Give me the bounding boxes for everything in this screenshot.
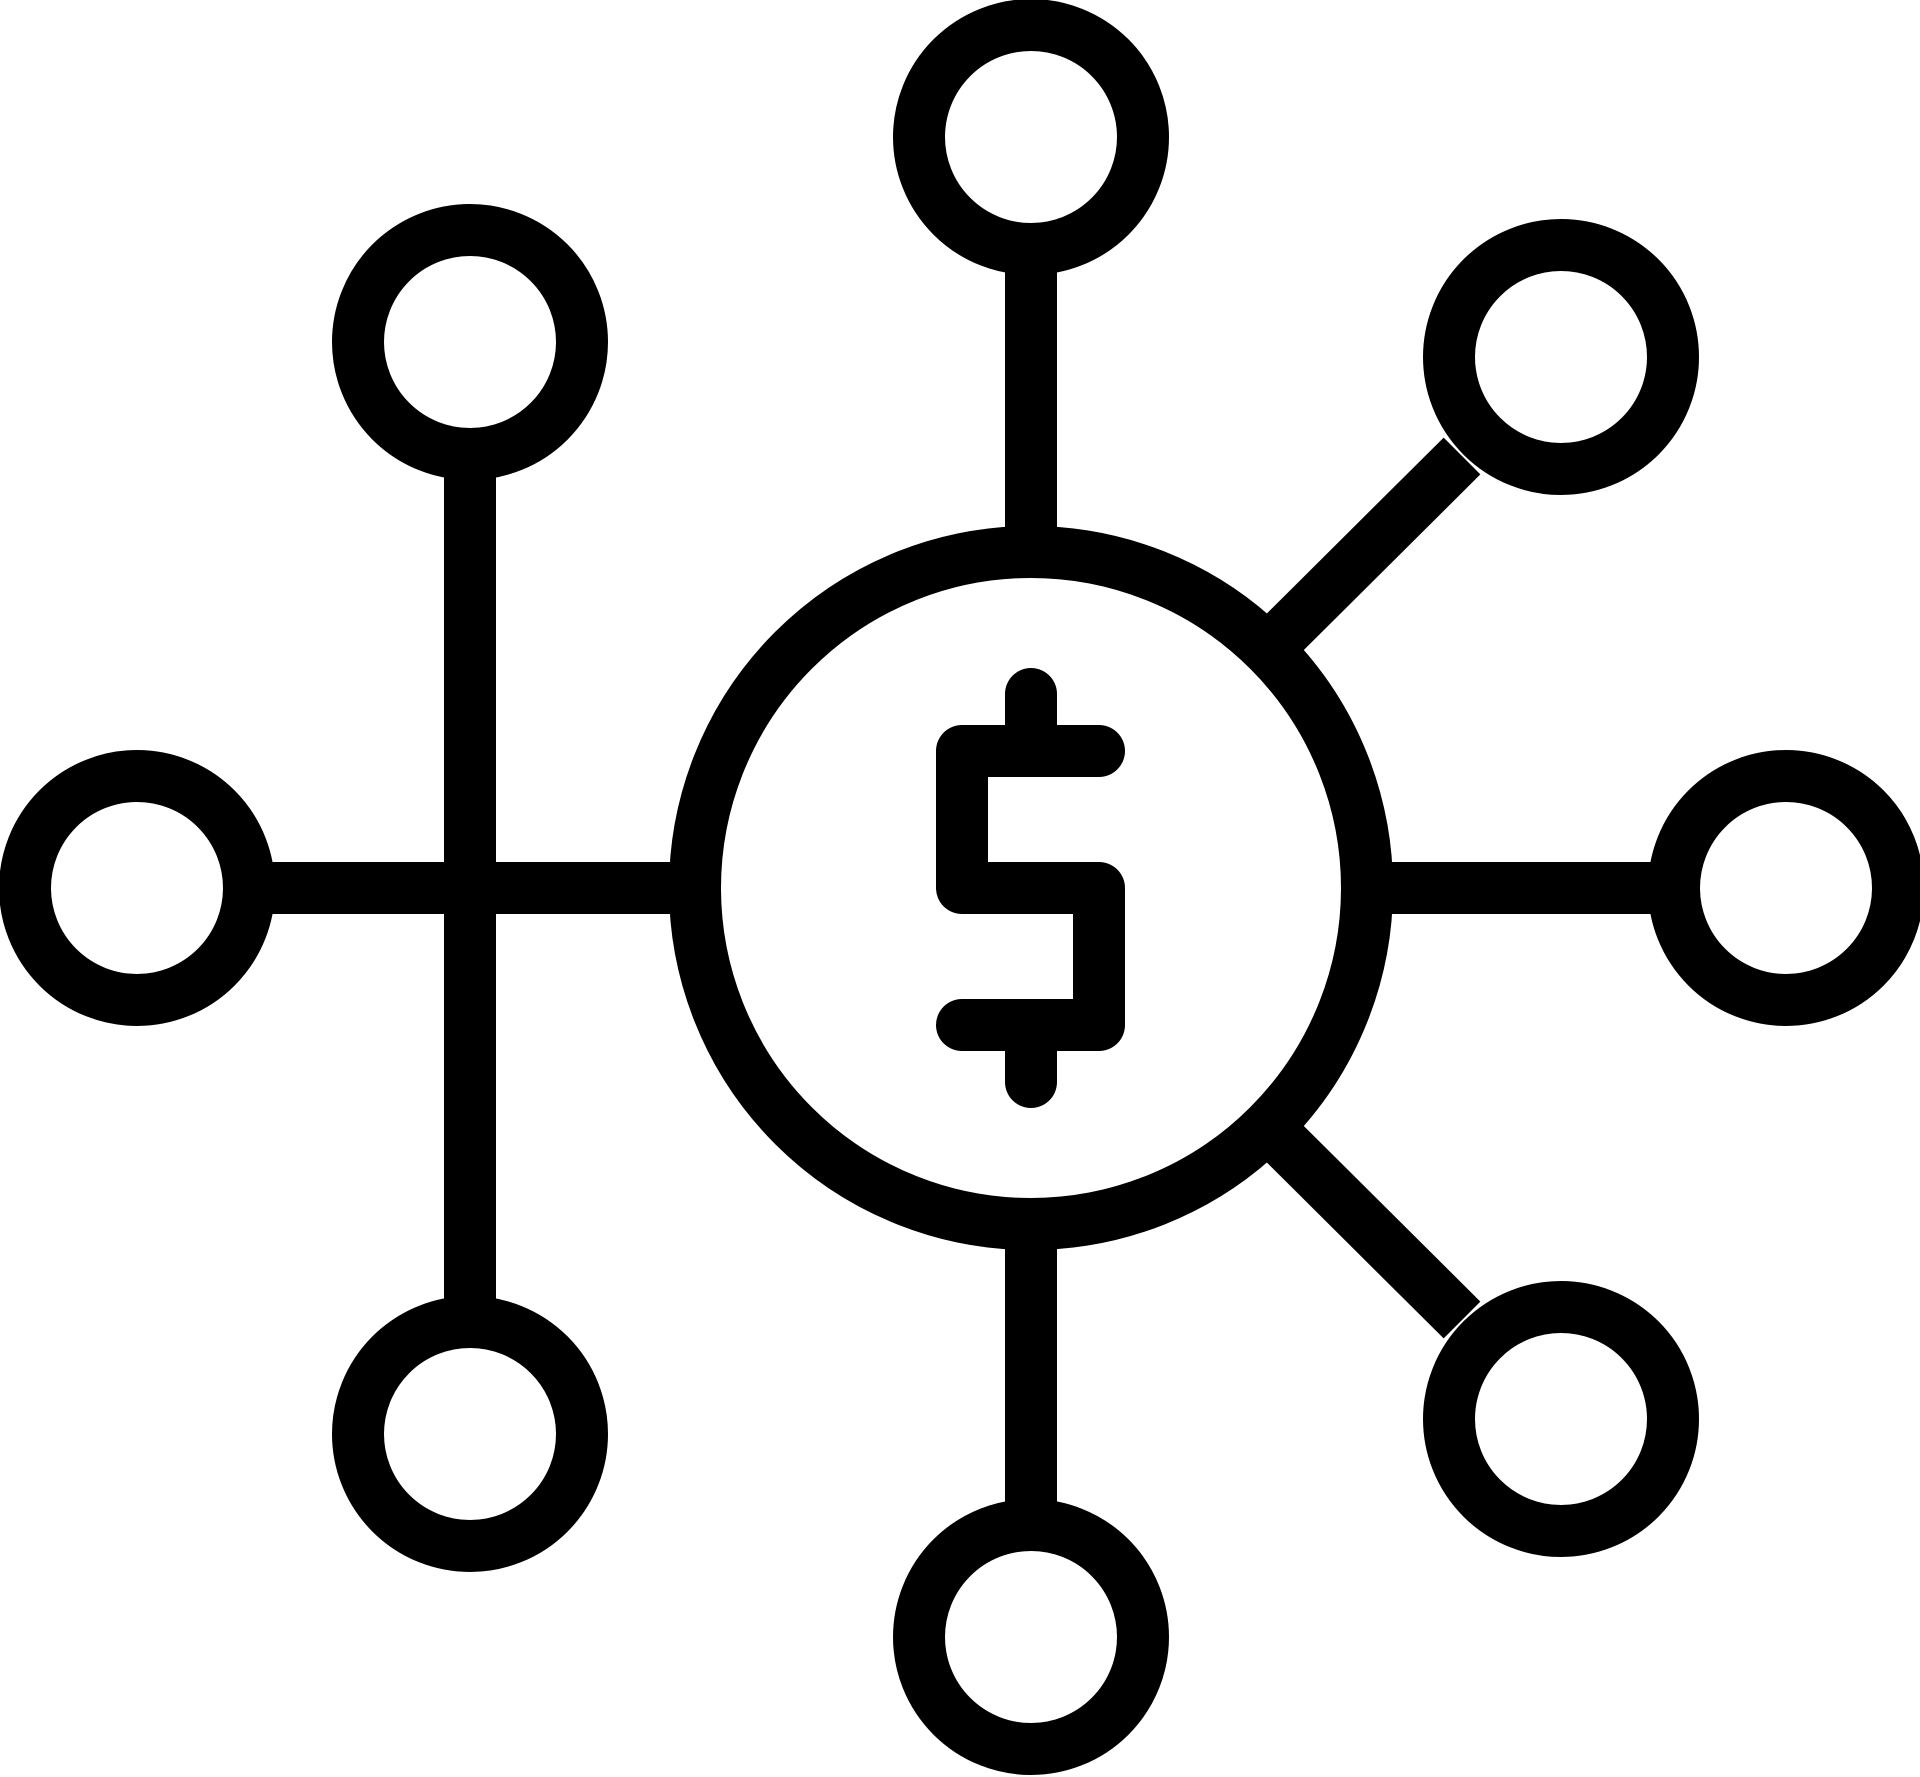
node-left xyxy=(0,750,275,1026)
node-bottom xyxy=(893,1499,1169,1775)
node-upper-right xyxy=(1423,219,1699,495)
center-circle xyxy=(669,526,1393,1250)
node-right xyxy=(1648,750,1920,1026)
node-lower-left xyxy=(332,1296,608,1572)
spoke-lower-right xyxy=(1252,1111,1481,1339)
dollar-sign-icon xyxy=(936,668,1125,1108)
node-upper-left xyxy=(332,204,608,480)
node-top xyxy=(893,0,1169,275)
node-lower-right xyxy=(1423,1281,1699,1557)
spoke-upper-right xyxy=(1252,437,1481,665)
